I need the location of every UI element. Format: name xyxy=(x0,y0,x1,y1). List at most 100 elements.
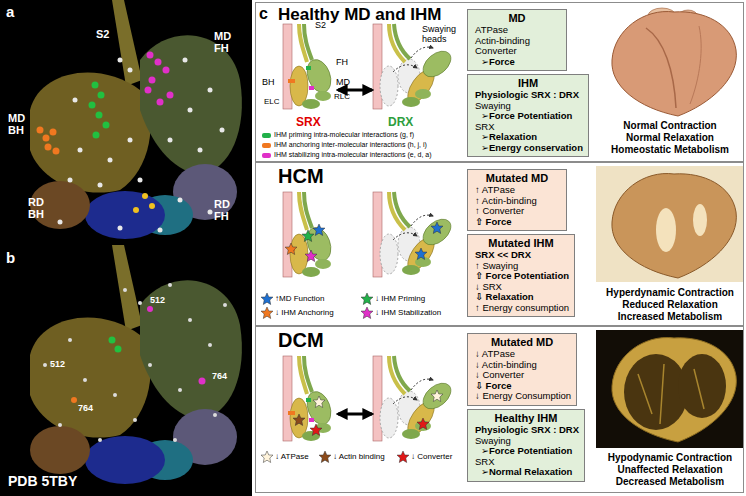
molecule-panel-a xyxy=(68,178,73,183)
myosin-cartoon xyxy=(283,192,335,277)
legend-star xyxy=(361,293,373,305)
legend-text: ↓ IHM Priming xyxy=(375,294,425,303)
part-label: S2 xyxy=(315,21,326,31)
myosin-cartoon xyxy=(415,248,427,260)
legend-spacer xyxy=(262,454,275,459)
legend-text: IHM priming intra-molecular interactions… xyxy=(274,131,414,139)
part-label: MD xyxy=(336,78,350,88)
box-item: ↑ Converter xyxy=(473,206,561,217)
myosin-cartoon xyxy=(338,413,372,416)
box-item: Physiologic SRX : DRX xyxy=(473,425,579,436)
box-item: ➢Normal Relaxation xyxy=(473,467,579,478)
molecule-panel-b xyxy=(199,378,206,385)
legend-text: ↓ Actin binding xyxy=(333,452,385,461)
heart-photo xyxy=(596,330,744,448)
part-label: MD FH xyxy=(214,30,238,54)
molecule-panel-a xyxy=(98,92,105,99)
box-item: ➢Force Potentiation xyxy=(473,446,579,457)
legend-item: ↑MD Function xyxy=(262,294,324,303)
myosin-cartoon xyxy=(431,222,443,234)
box-item: Physiologic SRX : DRX xyxy=(473,90,583,101)
heart-photo xyxy=(646,28,676,108)
myosin-cartoon xyxy=(285,243,297,255)
caption-line: Reduced Relaxation xyxy=(596,299,744,310)
part-label: 764 xyxy=(212,372,227,382)
myosin-cartoon xyxy=(417,418,429,430)
molecule-panel-a xyxy=(30,0,242,239)
myosin-cartoon xyxy=(283,24,335,109)
section-heading: HCM xyxy=(278,165,324,188)
heart-photo xyxy=(690,26,701,104)
panel-letter: a xyxy=(6,4,14,21)
box-item: ↑ ATPase xyxy=(473,185,561,196)
molecule-panel-a xyxy=(89,102,96,109)
legend-item: ↓ IHM Priming xyxy=(362,294,425,303)
molecule-panel-a xyxy=(157,99,164,106)
box-item: SRX xyxy=(473,122,583,133)
molecule-panel-a xyxy=(93,132,100,139)
caption-line: Increased Metabolism xyxy=(596,311,744,322)
info-box: MDATPaseActin-bindingConverter➢Force xyxy=(467,9,567,71)
box-heading: IHM xyxy=(473,77,583,90)
info-box: Healthy IHMPhysiologic SRX : DRXSwaying➢… xyxy=(467,409,585,482)
myosin-cartoon xyxy=(302,230,314,242)
heart-photo xyxy=(612,8,736,116)
molecule-panel-b xyxy=(113,393,117,397)
molecule-panel-b xyxy=(123,288,127,292)
part-label: 512 xyxy=(50,360,65,370)
molecule-panel-b xyxy=(178,388,182,392)
molecule-panel-b xyxy=(148,363,152,367)
heart-photo xyxy=(596,8,744,448)
molecule-panel-b xyxy=(208,343,212,347)
heart-photo xyxy=(612,338,736,442)
heart-photo xyxy=(624,354,688,430)
box-item: ⇧ Force Potentiation xyxy=(473,271,569,282)
molecule-panel-b xyxy=(68,338,72,342)
molecule-panel-b xyxy=(168,283,172,287)
molecule-panel-a xyxy=(163,67,170,74)
molecule-panel-a xyxy=(103,122,110,129)
molecule-panel-a xyxy=(133,207,139,213)
molecule-panel-a xyxy=(58,58,225,233)
molecule-panel-b xyxy=(173,438,177,442)
box-heading: Mutated IHM xyxy=(473,237,569,250)
molecule-panel-b xyxy=(188,318,192,322)
heart-photo xyxy=(612,338,736,442)
molecule-panel-b xyxy=(71,397,77,403)
box-item: ↓ Converter xyxy=(473,370,571,381)
box-item: ➢Relaxation xyxy=(473,132,583,143)
box-item: ➢Force Potentiation xyxy=(473,111,583,122)
part-label: ELC xyxy=(264,98,280,107)
part-label: 512 xyxy=(150,296,165,306)
box-heading: Mutated MD xyxy=(473,336,571,349)
heart-photo xyxy=(612,12,736,116)
heart-photo xyxy=(656,208,676,252)
molecule-panel-a xyxy=(198,148,203,153)
heart-photo xyxy=(612,174,736,278)
box-heading: Healthy IHM xyxy=(473,412,579,425)
molecule-panel-b xyxy=(83,378,87,382)
molecule-panel-a xyxy=(208,88,213,93)
molecule-panel-a xyxy=(50,129,57,136)
molecule-panel-b xyxy=(138,301,142,305)
molecule-panel-a xyxy=(96,112,103,119)
molecule-panel-b xyxy=(30,245,242,484)
myosin-cartoon xyxy=(431,390,443,402)
caption-line: Normal Contraction xyxy=(596,120,744,131)
molecule-panel-a xyxy=(118,226,123,231)
caption-line: Homeostatic Metabolism xyxy=(596,144,744,155)
myosin-cartoon xyxy=(283,356,335,441)
molecule-panel-a xyxy=(167,92,174,99)
box-item: Actin-binding xyxy=(473,36,561,47)
molecule-panel-a xyxy=(78,148,83,153)
molecule-panel-a xyxy=(178,198,183,203)
molecule-panel-a xyxy=(37,127,60,155)
myosin-cartoon xyxy=(373,356,456,441)
molecule-panel-a xyxy=(108,158,113,163)
part-label: BH xyxy=(262,78,275,88)
myosin-cartoon xyxy=(373,192,456,277)
legend-swatch xyxy=(262,133,271,138)
caption-line: Unaffected Relaxation xyxy=(596,464,744,475)
part-label: DRX xyxy=(388,116,413,129)
